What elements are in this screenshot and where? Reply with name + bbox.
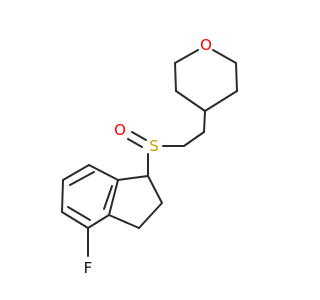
fluorine-label: F (84, 259, 93, 277)
bond-ch2b-c3a (108, 214, 140, 229)
bond-ch2-ring-branch (183, 131, 205, 147)
sulfur-label: S (149, 137, 159, 155)
molecule-canvas: O O S F (61, 36, 238, 277)
bond-ch2a-ch2b (138, 202, 163, 229)
aromatic-inner-bond-2 (67, 206, 91, 221)
bond-c3a-c7a (108, 179, 119, 216)
bond-c7a-c7 (88, 164, 119, 181)
bond-ring-ch2 (203, 110, 206, 133)
bond-c5-o (174, 49, 199, 64)
bond-c3-c4 (175, 90, 206, 112)
bond-c4-c5 (174, 62, 177, 92)
bond-ch-c7a (117, 175, 149, 181)
bond-s-o-double-b (127, 138, 143, 148)
bond-o-c1 (212, 49, 237, 64)
bond-c1-c2 (235, 62, 238, 92)
sulfoxide-group (127, 131, 149, 177)
ring-oxygen-label: O (200, 36, 212, 54)
sulfoxide-oxygen-label: O (114, 121, 126, 139)
methylene-linker (162, 110, 206, 147)
aromatic-inner-bond-3 (103, 185, 113, 210)
bond-c7-c6 (62, 164, 90, 181)
indane-system (61, 164, 163, 257)
chemical-structure-diagram: O O S F (61, 36, 238, 277)
bond-c5-c4 (61, 211, 89, 229)
bond-ch-ch2a (147, 175, 163, 204)
bond-s-o-double-a (131, 131, 147, 141)
bond-c6-c5 (61, 179, 64, 213)
atom-labels: O O S F (84, 36, 212, 277)
bond-c4-c3a (87, 214, 110, 229)
bond-c2-c3 (204, 90, 238, 112)
tetrahydropyran-ring (174, 49, 238, 112)
aromatic-inner-bond-1 (69, 171, 95, 186)
